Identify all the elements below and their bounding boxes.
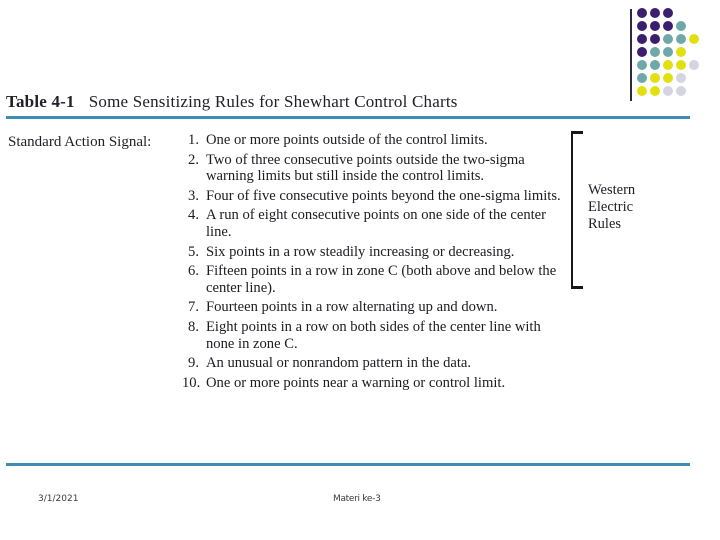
- divider-top: [6, 116, 690, 119]
- rule-item: 7. Fourteen points in a row alternating u…: [182, 299, 562, 316]
- western-electric-bracket: [571, 131, 585, 289]
- rule-text: A run of eight consecutive points on one…: [206, 207, 547, 240]
- we-label-line-1: Western: [588, 182, 636, 198]
- rule-item: 3. Four of five consecutive points beyond…: [182, 188, 562, 205]
- divider-bottom: [6, 463, 690, 466]
- logo-dot-teal: [637, 73, 647, 83]
- rule-number: 9.: [188, 355, 199, 372]
- logo-dot-teal: [663, 47, 673, 57]
- rule-item: 1. One or more points outside of the cont…: [182, 132, 562, 149]
- western-electric-rules-label: Western Electric Rules: [588, 182, 698, 233]
- logo-dot-yellow: [650, 73, 660, 83]
- rule-item: 6. Fifteen points in a row in zone C (bot…: [182, 263, 562, 296]
- logo-dot-row: [637, 73, 689, 86]
- rule-number: 7.: [188, 299, 199, 316]
- logo-dot-row: [637, 8, 676, 21]
- table-number: Table 4-1: [6, 92, 75, 111]
- rule-text: Two of three consecutive points outside …: [206, 151, 525, 185]
- logo-dot-row: [637, 47, 689, 60]
- rule-number: 6.: [188, 263, 199, 280]
- rule-item: 5. Six points in a row steadily increasin…: [182, 244, 562, 261]
- rule-number: 1.: [188, 132, 199, 148]
- we-label-line-3: Rules: [588, 216, 622, 232]
- logo-dot-purple: [637, 21, 647, 31]
- footer-subject: Materi ke-3: [333, 494, 381, 504]
- logo-dot-lightgray: [663, 86, 673, 96]
- rule-item: 10. One or more points near a warning or …: [182, 375, 562, 392]
- rule-number: 8.: [188, 318, 199, 335]
- rule-item: 2. Two of three consecutive points outsid…: [182, 152, 562, 185]
- rule-item: 8. Eight points in a row on both sides of…: [182, 319, 562, 352]
- logo-dot-yellow: [676, 47, 686, 57]
- rule-number: 10.: [182, 374, 201, 391]
- rule-item: 4. A run of eight consecutive points on o…: [182, 207, 562, 240]
- bracket-top-arm: [571, 131, 583, 134]
- rule-text: Eight points in a row on both sides of t…: [206, 318, 541, 352]
- logo-dot-lightgray: [676, 86, 686, 96]
- logo-divider-line: [630, 9, 632, 101]
- logo-dot-lightgray: [689, 60, 699, 70]
- rule-text: Fifteen points in a row in zone C (both …: [206, 263, 557, 296]
- logo-dot-row: [637, 86, 689, 99]
- logo-dot-purple: [650, 34, 660, 44]
- logo-block: [628, 6, 714, 104]
- table-caption: Some Sensitizing Rules for Shewhart Cont…: [88, 92, 458, 111]
- rule-text: One or more points near a warning or con…: [206, 374, 506, 391]
- logo-dot-purple: [637, 47, 647, 57]
- logo-dot-yellow: [663, 73, 673, 83]
- logo-dot-teal: [676, 34, 686, 44]
- rule-text: One or more points outside of the contro…: [206, 132, 488, 148]
- standard-action-signal-label: Standard Action Signal:: [8, 134, 152, 150]
- logo-dot-yellow: [650, 86, 660, 96]
- rule-text: An unusual or nonrandom pattern in the d…: [206, 355, 472, 372]
- logo-dot-row: [637, 60, 702, 73]
- we-label-line-2: Electric: [588, 199, 634, 215]
- logo-dot-yellow: [637, 86, 647, 96]
- logo-dot-lightgray: [676, 73, 686, 83]
- rule-text: Four of five consecutive points beyond t…: [206, 187, 561, 204]
- logo-dot-row: [637, 21, 689, 34]
- logo-dot-purple: [663, 8, 673, 18]
- rule-item: 9. An unusual or nonrandom pattern in the…: [182, 355, 562, 372]
- logo-dot-teal: [650, 47, 660, 57]
- logo-dot-purple: [637, 34, 647, 44]
- logo-dot-teal: [650, 60, 660, 70]
- rule-number: 2.: [188, 151, 199, 168]
- logo-dot-purple: [637, 8, 647, 18]
- logo-dot-yellow: [663, 60, 673, 70]
- rule-text: Fourteen points in a row alternating up …: [206, 299, 498, 316]
- logo-dot-teal: [676, 21, 686, 31]
- page-title: Table 4-1 Some Sensitizing Rules for Shew…: [6, 92, 706, 116]
- rule-number: 4.: [188, 207, 199, 224]
- logo-dot-purple: [663, 21, 673, 31]
- logo-dot-row: [637, 34, 702, 47]
- dot-grid-logo-icon: [637, 8, 713, 104]
- bracket-stem: [571, 131, 573, 289]
- logo-dot-teal: [637, 60, 647, 70]
- rule-number: 3.: [188, 187, 199, 204]
- logo-dot-purple: [650, 21, 660, 31]
- logo-dot-yellow: [689, 34, 699, 44]
- logo-dot-teal: [663, 34, 673, 44]
- bracket-bottom-arm: [571, 286, 583, 289]
- logo-dot-purple: [650, 8, 660, 18]
- rule-number: 5.: [188, 243, 199, 260]
- rule-text: Six points in a row steadily increasing …: [206, 243, 515, 260]
- footer-date: 3/1/2021: [38, 494, 79, 504]
- sensitizing-rules-list: 1. One or more points outside of the cont…: [182, 132, 562, 394]
- logo-dot-yellow: [676, 60, 686, 70]
